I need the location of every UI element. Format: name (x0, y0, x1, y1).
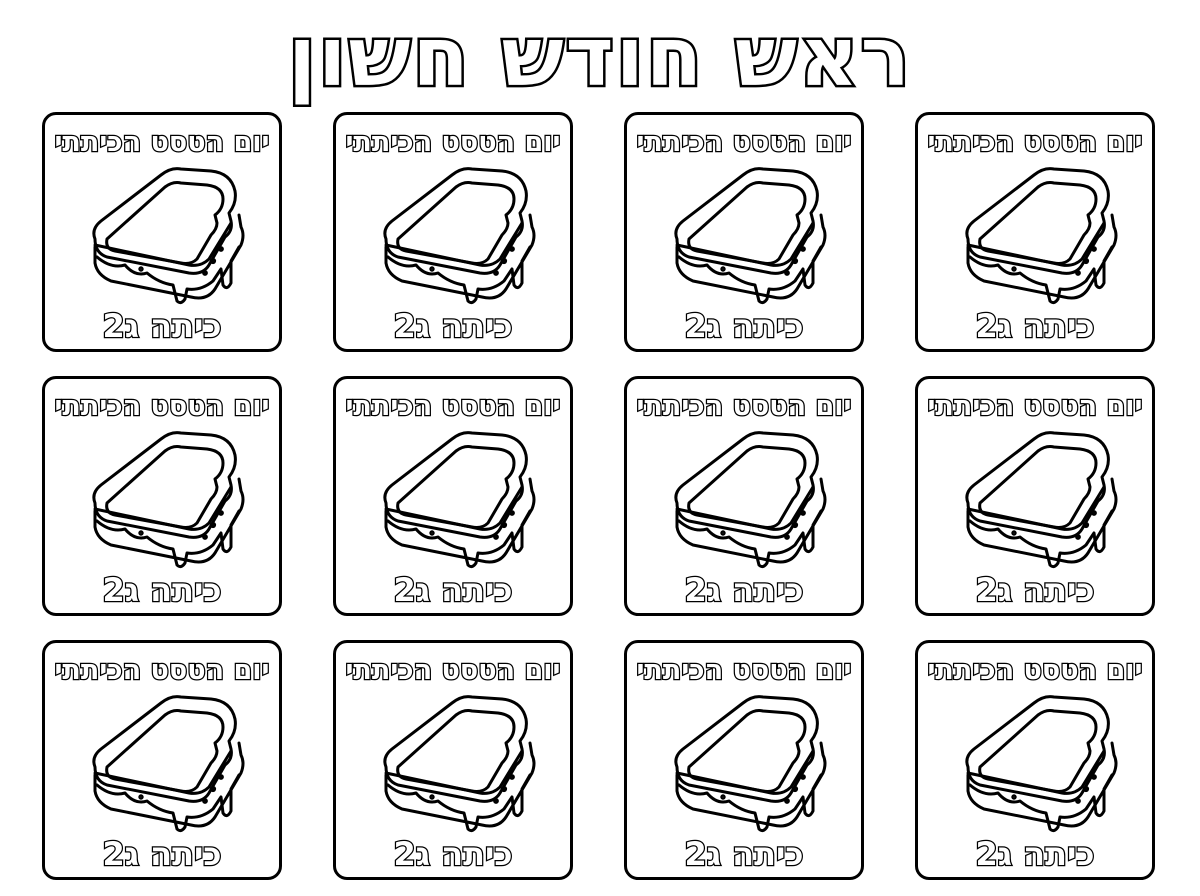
award-card-6: יום הטסט הכיתתי (333, 376, 573, 616)
card-class-label: כיתה ג2 (974, 306, 1096, 347)
card-heading: יום הטסט הכיתתי (635, 390, 853, 424)
card-heading: יום הטסט הכיתתי (635, 126, 853, 160)
card-class-label: כיתה ג2 (101, 834, 223, 875)
award-card-11: יום הטסט הכיתתי (624, 640, 864, 880)
award-card-1: יום הטסט הכיתתי (42, 112, 282, 352)
card-class-label: כיתה ג2 (392, 306, 514, 347)
award-card-9: יום הטסט הכיתתי (42, 640, 282, 880)
card-heading: יום הטסט הכיתתי (53, 390, 271, 424)
grilled-cheese-sandwich-icon (383, 167, 536, 305)
sandwich-icon-wrap (663, 429, 827, 569)
award-card-3: יום הטסט הכיתתי (624, 112, 864, 352)
grilled-cheese-sandwich-icon (965, 695, 1118, 833)
card-class-label: כיתה ג2 (974, 570, 1096, 611)
sandwich-icon-wrap (81, 165, 245, 305)
card-heading: יום הטסט הכיתתי (53, 126, 271, 160)
award-card-5: יום הטסט הכיתתי (42, 376, 282, 616)
page-title: ראש חודש חשון (285, 8, 913, 108)
grilled-cheese-sandwich-icon (965, 167, 1118, 305)
sandwich-icon-wrap (372, 165, 536, 305)
grilled-cheese-sandwich-icon (92, 431, 245, 569)
grilled-cheese-sandwich-icon (674, 431, 827, 569)
card-class-label: כיתה ג2 (683, 306, 805, 347)
card-heading: יום הטסט הכיתתי (635, 654, 853, 688)
grilled-cheese-sandwich-icon (674, 695, 827, 833)
award-card-2: יום הטסט הכיתתי (333, 112, 573, 352)
card-class-label: כיתה ג2 (101, 306, 223, 347)
card-class-label: כיתה ג2 (974, 834, 1096, 875)
card-heading: יום הטסט הכיתתי (53, 654, 271, 688)
card-class-label: כיתה ג2 (683, 834, 805, 875)
sandwich-icon-wrap (954, 429, 1118, 569)
card-heading: יום הטסט הכיתתי (344, 126, 562, 160)
sandwich-icon-wrap (954, 693, 1118, 833)
award-card-8: יום הטסט הכיתתי (915, 376, 1155, 616)
card-class-label: כיתה ג2 (392, 834, 514, 875)
award-card-10: יום הטסט הכיתתי (333, 640, 573, 880)
sandwich-icon-wrap (954, 165, 1118, 305)
sandwich-icon-wrap (663, 693, 827, 833)
grilled-cheese-sandwich-icon (383, 431, 536, 569)
grilled-cheese-sandwich-icon (92, 167, 245, 305)
card-class-label: כיתה ג2 (101, 570, 223, 611)
card-class-label: כיתה ג2 (392, 570, 514, 611)
sandwich-icon-wrap (81, 429, 245, 569)
grilled-cheese-sandwich-icon (674, 167, 827, 305)
award-card-4: יום הטסט הכיתתי (915, 112, 1155, 352)
sandwich-icon-wrap (663, 165, 827, 305)
sandwich-icon-wrap (372, 693, 536, 833)
grilled-cheese-sandwich-icon (965, 431, 1118, 569)
sandwich-icon-wrap (81, 693, 245, 833)
card-heading: יום הטסט הכיתתי (926, 126, 1144, 160)
award-card-12: יום הטסט הכיתתי (915, 640, 1155, 880)
grilled-cheese-sandwich-icon (383, 695, 536, 833)
sandwich-icon-wrap (372, 429, 536, 569)
grilled-cheese-sandwich-icon (92, 695, 245, 833)
card-heading: יום הטסט הכיתתי (926, 390, 1144, 424)
card-heading: יום הטסט הכיתתי (344, 390, 562, 424)
award-card-7: יום הטסט הכיתתי (624, 376, 864, 616)
card-heading: יום הטסט הכיתתי (344, 654, 562, 688)
card-class-label: כיתה ג2 (683, 570, 805, 611)
card-heading: יום הטסט הכיתתי (926, 654, 1144, 688)
